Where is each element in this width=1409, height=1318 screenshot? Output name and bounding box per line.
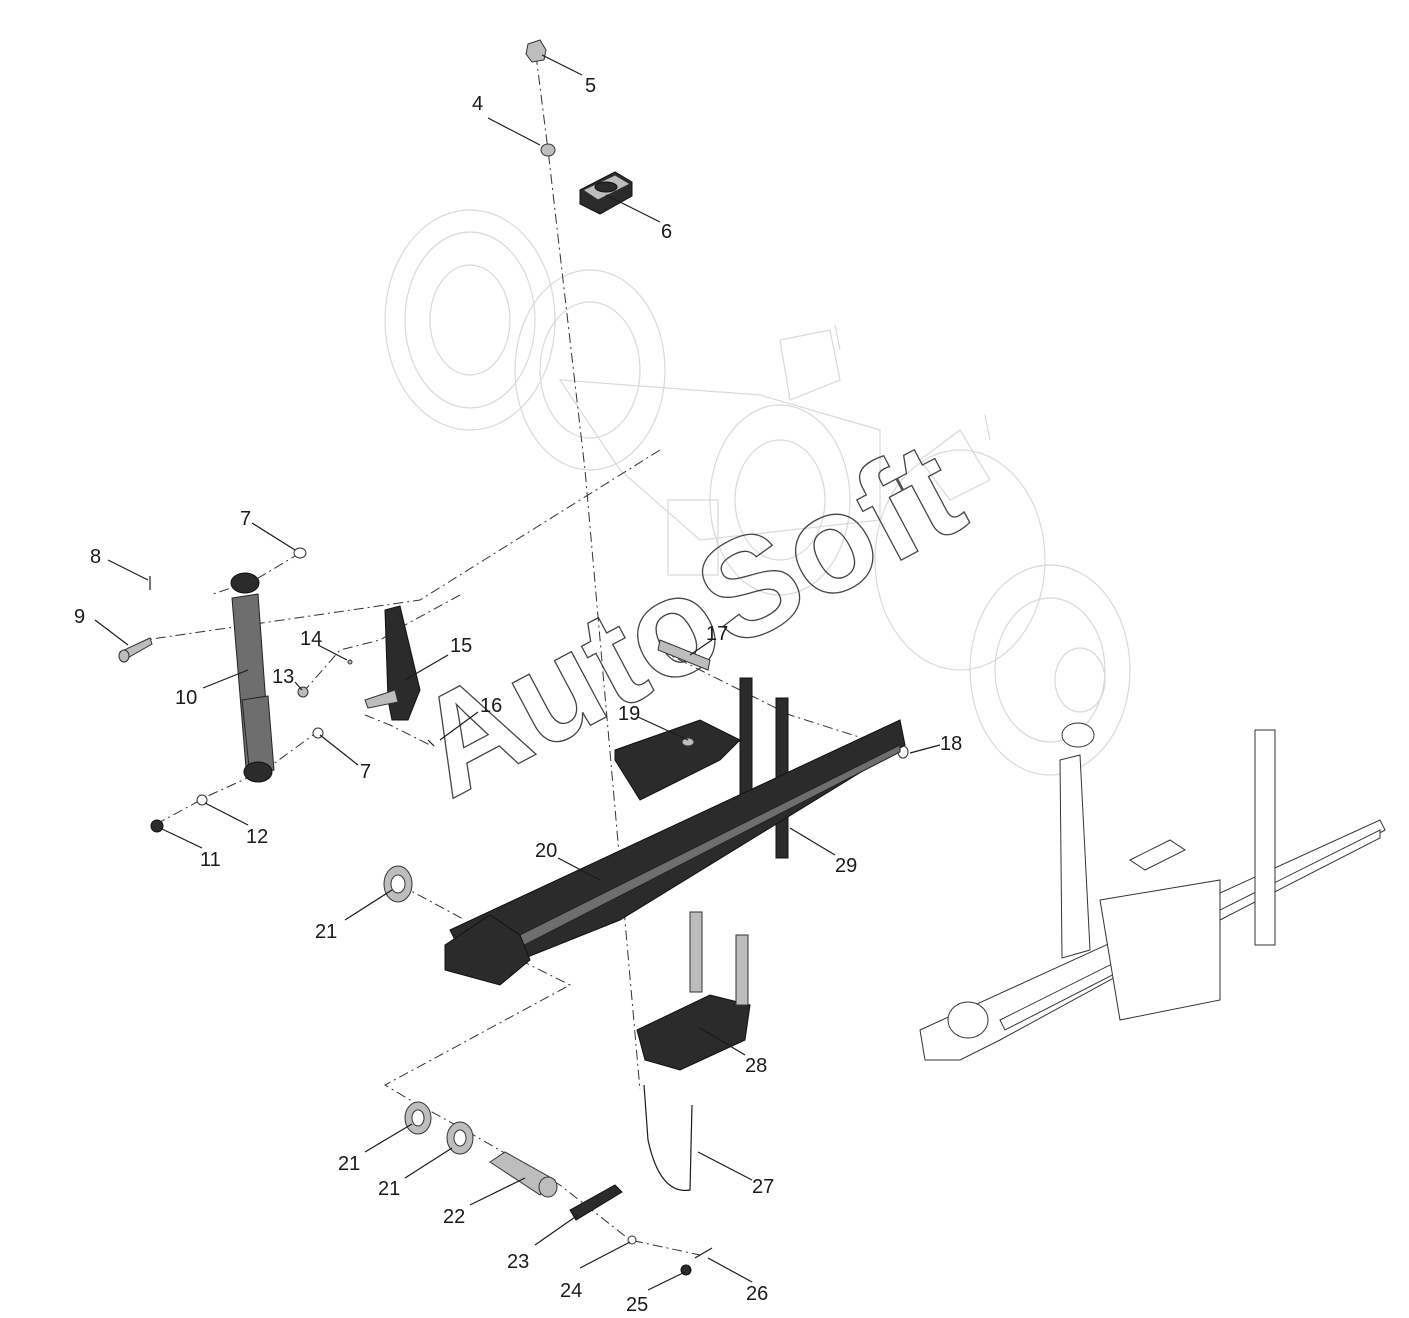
part-16-pin [427, 739, 435, 747]
callout-9: 9 [74, 606, 85, 628]
callout-23: 23 [507, 1251, 529, 1273]
callout-27: 27 [752, 1176, 774, 1198]
part-5-nut [525, 39, 547, 63]
part-21-washer-c [446, 1121, 474, 1155]
part-11-nut [150, 819, 164, 833]
callout-labels: 5 4 6 7 8 9 14 15 13 10 16 17 19 18 7 12… [74, 75, 962, 1316]
callout-10: 10 [175, 687, 197, 709]
part-10-shock-absorber [230, 572, 275, 783]
callout-13: 13 [272, 666, 294, 688]
part-22-pin [489, 1151, 558, 1198]
part-4-washer [540, 143, 556, 157]
part-21-washer-a [383, 865, 413, 903]
callout-21-left: 21 [338, 1153, 360, 1175]
callout-18: 18 [940, 733, 962, 755]
part-13-bolt [297, 686, 309, 698]
callout-20: 20 [535, 840, 557, 862]
callout-7-lower: 7 [360, 761, 371, 783]
ghost-axle-assembly [384, 209, 1131, 776]
assembled-suspension-view [919, 722, 1386, 1061]
part-23-plate [569, 1184, 623, 1221]
callout-29: 29 [835, 855, 857, 877]
part-12-washer [196, 794, 208, 806]
part-28-bottom-plate [636, 911, 751, 1071]
callout-4: 4 [472, 93, 483, 115]
callout-24: 24 [560, 1280, 582, 1302]
part-9-bolt [118, 637, 153, 663]
callout-25: 25 [626, 1294, 648, 1316]
callout-14: 14 [300, 628, 322, 650]
part-26-cotter-pin [694, 1247, 713, 1259]
part-21-washer-b [404, 1101, 432, 1135]
callout-8: 8 [90, 546, 101, 568]
callout-21-right: 21 [378, 1178, 400, 1200]
part-20-leaf-spring [444, 719, 906, 986]
callout-26: 26 [746, 1283, 768, 1305]
callout-22: 22 [443, 1206, 465, 1228]
part-7-bushing-top [293, 547, 307, 559]
callout-12: 12 [246, 826, 268, 848]
callout-6: 6 [661, 221, 672, 243]
part-27-u-bolt [643, 1084, 693, 1191]
callout-16: 16 [480, 695, 502, 717]
part-19-clamp-plate [614, 719, 741, 801]
callout-5: 5 [585, 75, 596, 97]
callout-21-upper: 21 [315, 921, 337, 943]
callout-17: 17 [706, 623, 728, 645]
part-14-pin [347, 659, 353, 665]
callout-7: 7 [240, 508, 251, 530]
callout-28: 28 [745, 1055, 767, 1077]
part-15-bracket [364, 605, 421, 721]
callout-19: 19 [618, 703, 640, 725]
leader-lines [94, 54, 941, 1291]
part-6-spring-pad [579, 171, 633, 215]
callout-11: 11 [200, 849, 221, 871]
callout-15: 15 [450, 635, 472, 657]
